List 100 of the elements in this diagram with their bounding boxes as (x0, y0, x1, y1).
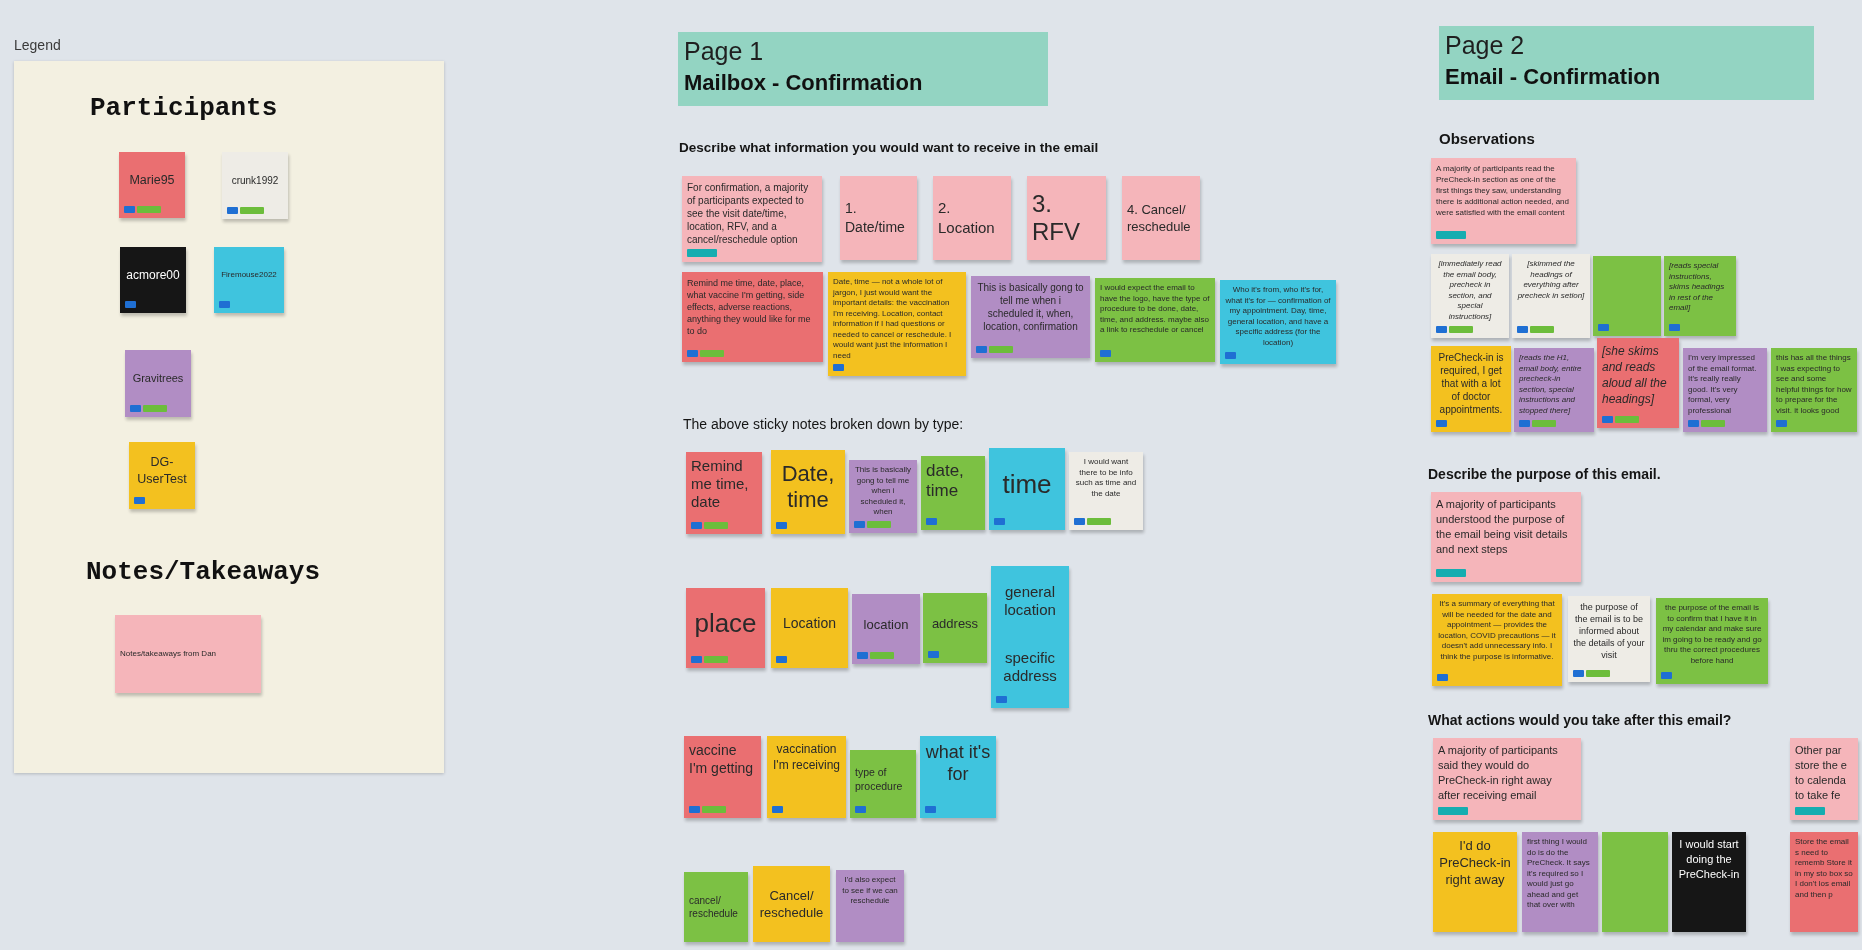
participant-name: Firemouse2022 (220, 269, 278, 281)
sticky-note (1027, 176, 1106, 260)
note-text: first thing I would do is do the PreCheck. It says it's required so I would just go ahead and get that over with (1527, 837, 1591, 911)
note-text: [she skims and reads aloud all the headings] (1602, 343, 1668, 407)
section-note: The above sticky notes broken down by type: (683, 415, 964, 434)
participant-name: crunk1992 (230, 174, 280, 188)
note-text: specific address (1002, 649, 1058, 685)
sticky-note (684, 736, 761, 818)
note-text: A majority of participants read the PreCheck-in section as one of the first things they saw, understanding there is additional action needed, and were satisfied with the email content (1436, 163, 1570, 218)
note-text: This is basically gong to tell me when i scheduled it, when, location, confirmation (976, 281, 1085, 333)
note-text: Cancel/ reschedule (758, 887, 825, 921)
note-text: [immediately read the email body, precheck in section, and special instructions] (1437, 259, 1503, 322)
note-text: [reads the H1, email body, entire precheck-in section, special instructions and stopped there] (1519, 353, 1583, 416)
sticky-note (1433, 738, 1581, 820)
sticky-note (771, 588, 848, 668)
sticky-note (1433, 832, 1517, 932)
note-text: cancel/ reschedule (689, 894, 739, 920)
sticky-note (682, 272, 823, 362)
sticky-note (682, 176, 822, 262)
sticky-note (1672, 832, 1746, 932)
participant-name: acmore00 (125, 267, 181, 284)
note-text: [skimmed the headings of everything after precheck in setion] (1517, 259, 1585, 301)
section-heading: What actions would you take after this email? (1428, 711, 1732, 730)
sticky-note (850, 750, 916, 818)
sticky-note (1095, 278, 1215, 362)
sticky-note (840, 176, 917, 260)
sticky-note (1512, 254, 1590, 338)
sticky-note (1683, 348, 1767, 432)
sticky-note (933, 176, 1011, 260)
note-text: vaccination I'm receiving (772, 741, 841, 773)
section-heading: Describe what information you would want to receive in the email (679, 139, 1099, 157)
note-text: location (862, 615, 910, 633)
sticky-note (923, 593, 987, 663)
note-text: Location (782, 614, 837, 632)
legend-heading: Participants (90, 92, 278, 125)
sticky-note (686, 588, 765, 668)
sticky-note (1122, 176, 1200, 260)
participant-name: Gravitrees (131, 371, 185, 387)
sticky-note (1656, 598, 1768, 684)
sticky-note (1568, 596, 1650, 682)
note-text: I would start doing the PreCheck-in (1677, 837, 1741, 882)
note-text: PreCheck-in is required, I get that with a lot of doctor appointments. (1437, 351, 1505, 416)
sticky-note (1431, 492, 1581, 582)
panel-title: Legend (14, 36, 61, 55)
note-text: I'd do PreCheck-in right away (1438, 837, 1512, 888)
note-text: vaccine I'm getting (689, 741, 755, 777)
page-header-banner (1439, 26, 1814, 100)
sticky-note (1602, 832, 1668, 932)
page-title: Mailbox - Confirmation (684, 69, 924, 97)
note-text: time (1001, 469, 1053, 499)
note-text: It's a summary of everything that will be needed for the date and appointment — provides the location, COVID precautions — it doesn't add unnecessary info. I think the purpose is informative. (1437, 599, 1557, 662)
note-text: 2. Location (938, 198, 996, 238)
page-title: Email - Confirmation (1445, 63, 1662, 91)
sticky-note (1790, 738, 1858, 820)
note-text: A majority of participants understood the purpose of the email being visit details and next steps (1436, 497, 1569, 557)
sticky-note (1431, 158, 1576, 244)
sticky-note (971, 276, 1090, 358)
sticky-note (684, 872, 748, 942)
sticky-note (1664, 256, 1736, 336)
sticky-note (1220, 280, 1336, 364)
note-text: This is basically gong to tell me when i scheduled it, when (854, 465, 912, 518)
sticky-note (753, 866, 830, 942)
note-text: address (930, 614, 980, 632)
note-text: Other par store the e to calenda to take fe (1795, 743, 1848, 803)
note-text: [reads special instructions, skims headings in rest of the email] (1669, 261, 1726, 314)
note-text: A majority of participants said they would do PreCheck-in right away after receiving email (1438, 743, 1559, 803)
sticky-note (1593, 256, 1661, 336)
page-header-banner (678, 32, 1048, 106)
note-text: I'm very impressed of the email format. It's really really good. It's very formal, very professional (1688, 353, 1758, 416)
note-text: I would want there to be info such as time and the date (1074, 457, 1138, 499)
sticky-note (767, 736, 846, 818)
note-text: Remind me time, date, place, what vaccine I'm getting, side effects, adverse reactions, anything they would like for me to do (687, 277, 812, 337)
note-text: type of procedure (855, 765, 904, 793)
sticky-note (771, 450, 845, 534)
note-text: the purpose of the email is to confirm that I have it in my calendar and make sure im going to be ready and go thru the correct procedures before hand (1661, 603, 1763, 666)
note-text: Date, time (780, 461, 836, 513)
note-text: For confirmation, a majority of participants expected to see the visit date/time, location, RFV, and a cancel/reschedule option (687, 181, 810, 246)
sticky-note (1522, 832, 1598, 932)
note-text: Who it's from, who it's for, what it's for — confirmation of my appointment. Day, time, general location, and have a specific address (for the location) (1225, 285, 1331, 348)
sticky-note (991, 636, 1069, 708)
sticky-note (1790, 832, 1858, 932)
sticky-note (921, 456, 985, 530)
participant-name: DG-UserTest (136, 453, 188, 488)
note-text: I'd also expect to see if we can reschedule (841, 875, 899, 907)
note-text: Date, time — not a whole lot of jargon, I just would want the important details: the vaccination I'm receiving. Location, contact information if I had questions or needed to cancel or reschedule. I would want just the information I need (833, 277, 953, 361)
note-text: what it's for (925, 741, 991, 785)
sticky-note (920, 736, 996, 818)
section-heading: Describe the purpose of this email. (1428, 465, 1661, 484)
sticky-note (1431, 346, 1511, 432)
section-heading: Observations (1439, 129, 1535, 149)
note-text: the purpose of the email is to be informed about the details of your visit (1573, 601, 1645, 661)
sticky-note (836, 870, 904, 942)
note-text: general location (1003, 583, 1057, 619)
sticky-note (1069, 452, 1143, 530)
sticky-note (1431, 254, 1509, 338)
sticky-note (852, 594, 920, 664)
sticky-note (989, 448, 1065, 530)
note-text: place (693, 608, 758, 638)
sticky-note (828, 272, 966, 376)
page-number: Page 1 (684, 36, 765, 67)
